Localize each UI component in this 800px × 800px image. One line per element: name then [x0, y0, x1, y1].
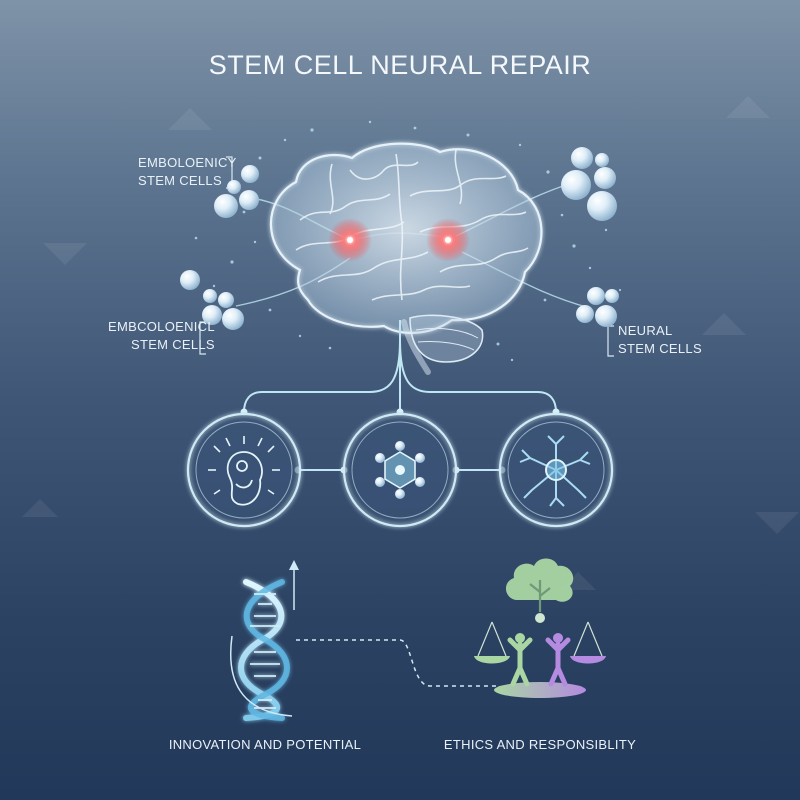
embryo-icon [208, 436, 280, 506]
balance-scale-icon [474, 612, 606, 698]
label-embryonic-stem-cells-top: EMBOLOENICY STEM CELLS [138, 154, 237, 190]
label-embryonic-stem-cells-mid: EMBCOLOENICL STEM CELLS [108, 318, 215, 354]
growth-arrow [230, 560, 299, 717]
label-neural-stem-cells: NEURAL STEM CELLS [618, 322, 702, 358]
label-line-1: EMBOLOENICY [138, 155, 237, 170]
background-shapes [22, 96, 799, 590]
cell-cluster-right [576, 287, 619, 327]
branch-connectors [243, 320, 557, 471]
circle-stem-cells [342, 412, 458, 528]
circle-embryo [186, 412, 302, 528]
innovation-caption: INNOVATION AND POTENTIAL [168, 737, 362, 752]
label-line-2: STEM CELLS [618, 341, 702, 356]
neuron-icon [519, 435, 591, 507]
circle-neuron [498, 412, 614, 528]
label-line-2: STEM CELLS [138, 173, 222, 188]
cell-cluster-top-right [561, 147, 617, 221]
tree-icon [505, 558, 574, 612]
ethics-caption: ETHICS AND RESPONSIBLITY [443, 737, 637, 752]
label-line-2: STEM CELLS [130, 337, 215, 352]
stem-cell-cluster-icon [375, 441, 425, 499]
brain-icon [269, 142, 543, 375]
label-line-1: NEURAL [618, 323, 673, 338]
label-line-1: EMBCOLOENICL [108, 319, 215, 334]
particles [194, 120, 622, 362]
dashed-link [296, 639, 500, 687]
dna-helix-icon [238, 579, 290, 721]
cell-cluster-top-left [214, 165, 259, 218]
page-title: STEM CELL NEURAL REPAIR [208, 50, 592, 80]
cell-cluster-mid-left [180, 270, 244, 330]
people-icon [507, 633, 571, 687]
